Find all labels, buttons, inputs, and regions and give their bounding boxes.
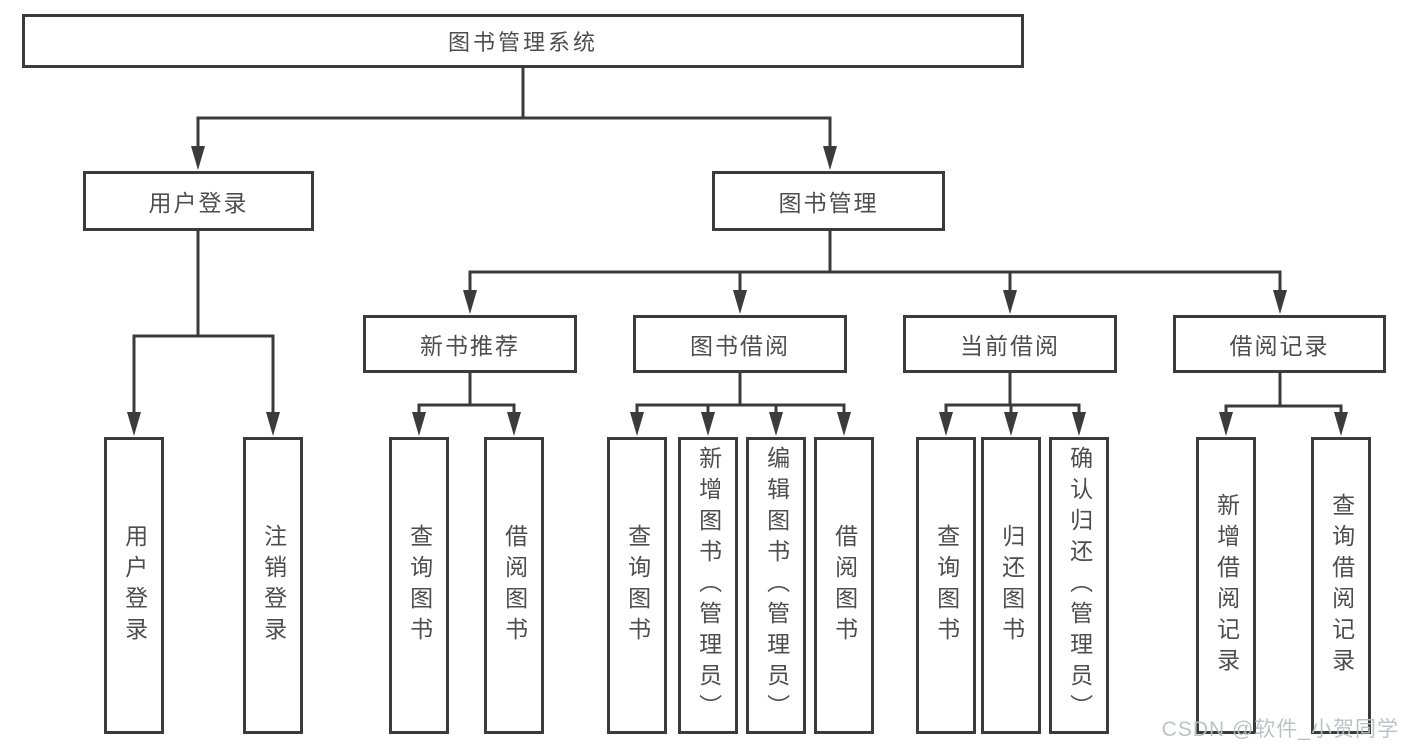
node-label: 借阅记录 bbox=[1229, 333, 1330, 359]
leaf-borrow-books-recommend: 借阅图书 bbox=[484, 437, 544, 734]
node-label: 新增图书（管理员） bbox=[695, 446, 722, 725]
leaf-query-books-borrowing: 查询图书 bbox=[607, 437, 667, 734]
node-new-book-recommendation: 新书推荐 bbox=[363, 315, 577, 373]
node-label: 新增借阅记录 bbox=[1213, 492, 1240, 679]
watermark-text: CSDN @软件_小贺同学 bbox=[1161, 718, 1399, 741]
node-label: 查询图书 bbox=[624, 523, 651, 648]
node-label: 借阅图书 bbox=[501, 523, 528, 648]
node-label: 图书借阅 bbox=[690, 333, 790, 359]
leaf-add-book-admin: 新增图书（管理员） bbox=[678, 437, 738, 734]
node-label: 借阅图书 bbox=[831, 523, 858, 648]
leaf-user-login: 用户登录 bbox=[104, 437, 164, 734]
leaf-logout: 注销登录 bbox=[243, 437, 303, 734]
leaf-query-borrowing-record: 查询借阅记录 bbox=[1311, 437, 1371, 734]
node-label: 归还图书 bbox=[998, 523, 1025, 648]
leaf-add-borrowing-record: 新增借阅记录 bbox=[1196, 437, 1256, 734]
leaf-confirm-return-admin: 确认归还（管理员） bbox=[1049, 437, 1109, 734]
node-label: 查询图书 bbox=[406, 523, 433, 648]
leaf-edit-book-admin: 编辑图书（管理员） bbox=[746, 437, 806, 734]
node-label: 图书管理系统 bbox=[447, 30, 598, 55]
leaf-query-books-recommend: 查询图书 bbox=[389, 437, 449, 734]
node-label: 编辑图书（管理员） bbox=[763, 446, 790, 725]
node-library-management-system: 图书管理系统 bbox=[22, 14, 1024, 68]
node-book-borrowing: 图书借阅 bbox=[633, 315, 847, 373]
node-label: 确认归还（管理员） bbox=[1066, 446, 1093, 725]
leaf-borrow-books-borrowing: 借阅图书 bbox=[814, 437, 874, 734]
node-label: 用户登录 bbox=[148, 190, 249, 216]
leaf-return-books: 归还图书 bbox=[981, 437, 1041, 734]
node-label: 图书管理 bbox=[778, 190, 879, 216]
node-label: 当前借阅 bbox=[960, 333, 1060, 359]
node-borrowing-records: 借阅记录 bbox=[1173, 315, 1386, 373]
node-label: 注销登录 bbox=[260, 523, 287, 648]
node-label: 查询借阅记录 bbox=[1328, 492, 1355, 679]
node-current-borrowing: 当前借阅 bbox=[903, 315, 1117, 373]
node-label: 查询图书 bbox=[933, 523, 960, 648]
node-label: 用户登录 bbox=[121, 523, 148, 648]
node-label: 新书推荐 bbox=[420, 333, 520, 359]
leaf-query-books-current: 查询图书 bbox=[916, 437, 976, 734]
arrowheads bbox=[127, 146, 1348, 436]
node-book-management: 图书管理 bbox=[712, 171, 945, 231]
node-user-login: 用户登录 bbox=[83, 171, 314, 231]
